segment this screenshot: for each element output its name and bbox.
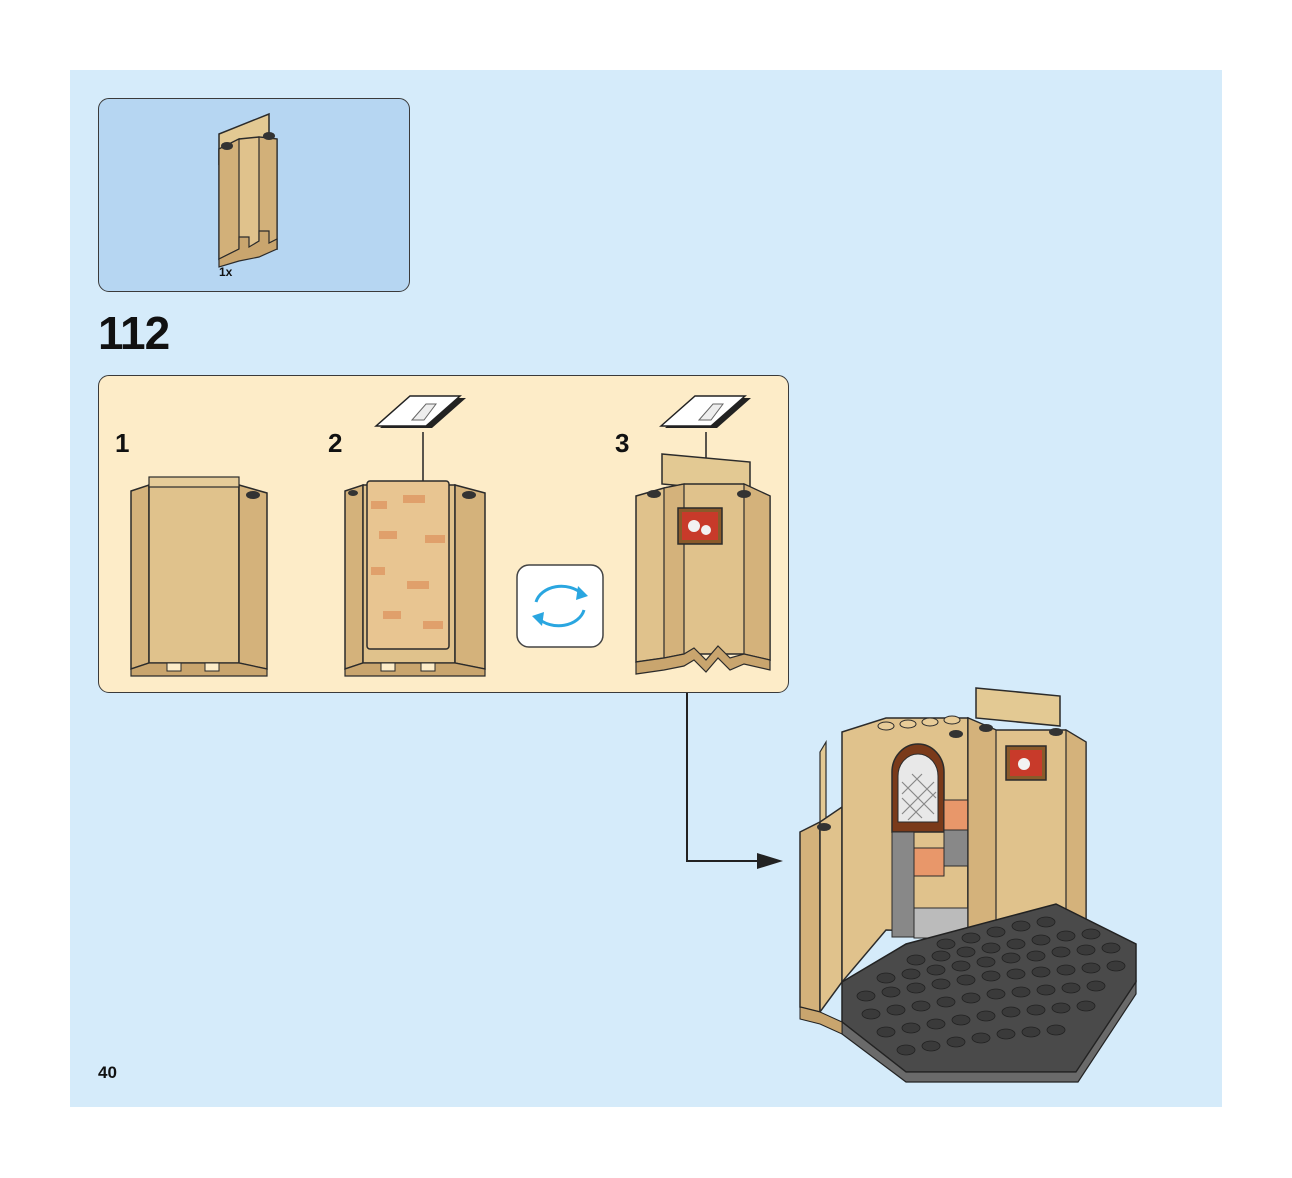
step-number: 112 (98, 307, 170, 359)
parts-list-box: 1x (98, 98, 410, 292)
wall-panel-2-image (344, 480, 486, 677)
substep-number-1: 1 (115, 428, 130, 458)
substep-number-3: 3 (615, 428, 630, 458)
substep-number-2: 2 (328, 428, 343, 458)
sticker-leader-line (422, 432, 424, 482)
instruction-page: 1x 112 1 2 3 (70, 70, 1222, 1107)
step-arrow (686, 693, 783, 869)
wall-panel-3-image (635, 453, 771, 675)
substep-box: 1 2 3 (98, 375, 789, 693)
part-quantity: 1x (219, 265, 233, 279)
sticker-callout-1-icon (374, 395, 466, 428)
sticker-callout-2-icon (659, 395, 751, 428)
wall-panel-1-image (130, 476, 268, 677)
rotate-model-icon (516, 564, 604, 648)
assembled-model-image (799, 687, 1137, 1083)
page-number: 40 (98, 1063, 117, 1082)
tan-wall-panel-icon (218, 112, 278, 268)
